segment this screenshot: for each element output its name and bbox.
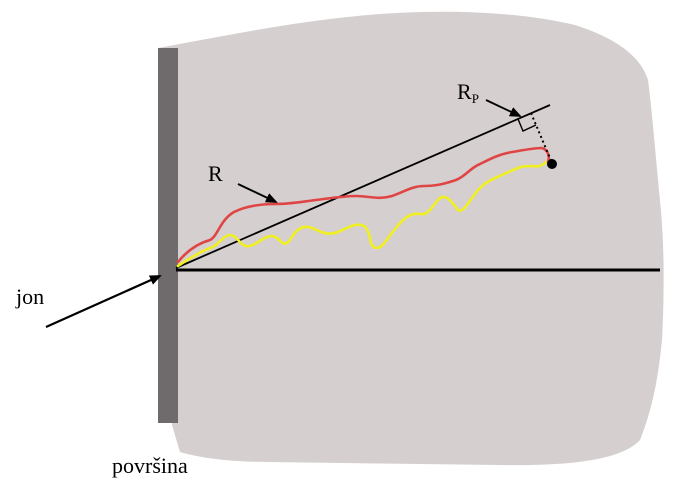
- ion-path-yellow: [176, 160, 548, 268]
- ion-path-red: [176, 146, 551, 264]
- target-material-region: [158, 11, 664, 466]
- surface-wall: [158, 48, 178, 423]
- incoming-ion-arrow: [45, 274, 162, 329]
- projected-range-label: RP: [457, 79, 479, 106]
- ion-stop-point: [547, 159, 557, 169]
- range-pointer-arrow: [237, 183, 278, 203]
- projected-range-label-main: R: [457, 79, 472, 104]
- surface-label: površina: [112, 453, 188, 478]
- ion-label: jon: [15, 284, 44, 309]
- projected-range-pointer-arrow: [485, 99, 522, 117]
- projection-dotted-line: [530, 112, 553, 164]
- range-label: R: [208, 161, 223, 186]
- projected-range-label-subscript: P: [472, 91, 479, 106]
- right-angle-marker: [517, 118, 537, 132]
